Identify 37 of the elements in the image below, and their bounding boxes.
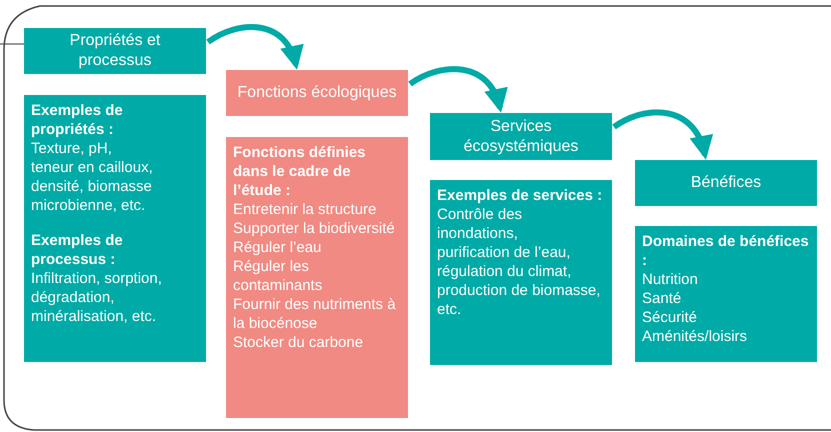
description-text: régulation du climat, <box>437 262 572 281</box>
stage-box <box>635 160 817 206</box>
description-text: purification de l’eau, <box>437 243 572 262</box>
stage-title: Services écosystémiques <box>462 116 580 156</box>
stage-title: Fonctions écologiques <box>237 83 397 103</box>
description-text: teneur en cailloux, <box>31 158 154 177</box>
description-text: Infiltration, sorption, dégradation, minéralisation, etc. <box>31 269 163 326</box>
stage-box <box>226 70 408 116</box>
description-text: Stocker du carbone <box>233 333 364 352</box>
curved-arrow <box>612 109 712 160</box>
stage-box <box>24 28 206 74</box>
curved-arrow <box>206 24 302 70</box>
description-box <box>226 137 408 418</box>
description-box <box>24 95 206 362</box>
stage-title: Propriétés et processus <box>68 31 162 71</box>
description-text: Sécurité <box>642 308 698 327</box>
description-text: Entretenir la structure <box>233 200 378 219</box>
description-text: Santé <box>642 289 682 308</box>
description-text: Fonctions définies dans le cadre de l’étude : <box>233 143 367 200</box>
description-text: Texture, pH, <box>31 139 113 158</box>
description-text: Exemples de processus : <box>31 231 124 269</box>
description-text: Nutrition <box>642 270 699 289</box>
stage-title: Bénéfices <box>690 173 762 193</box>
description-text: production de biomasse, etc. <box>437 281 602 319</box>
description-text: densité, biomasse microbienne, etc. <box>31 177 153 215</box>
description-text: Réguler l’eau <box>233 238 322 257</box>
description-text: Aménités/loisirs <box>642 327 748 346</box>
description-text: Exemples de services : <box>437 186 604 205</box>
description-text: Réguler les contaminants <box>233 257 324 295</box>
curved-arrow <box>408 66 506 113</box>
description-text: Exemples de propriétés : <box>31 101 124 139</box>
description-box <box>430 180 612 365</box>
description-text: Domaines de bénéfices : <box>642 232 810 270</box>
description-text: Supporter la biodiversité <box>233 219 396 238</box>
description-text: Fournir des nutriments à la biocénose <box>233 295 397 333</box>
description-box <box>635 226 817 362</box>
stage-box <box>430 113 612 160</box>
